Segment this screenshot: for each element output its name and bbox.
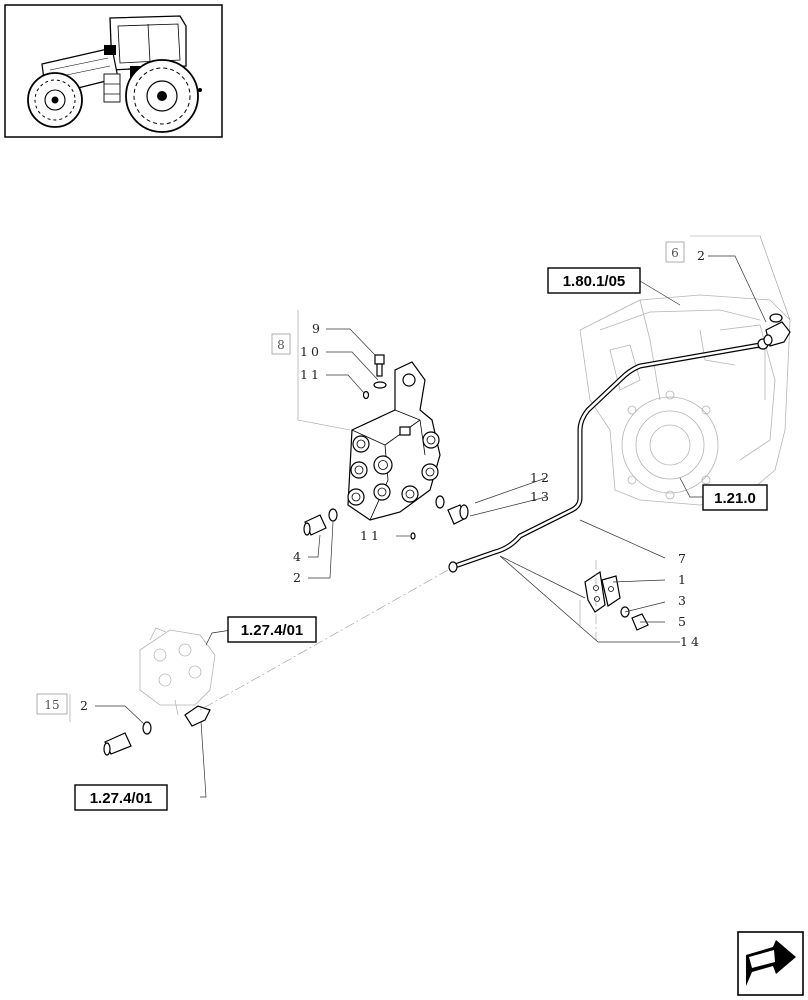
svg-text:1.21.0: 1.21.0 <box>714 490 756 507</box>
transmission-housing <box>579 294 791 506</box>
svg-text:1.80.1/05: 1.80.1/05 <box>563 273 626 290</box>
o-ring-lower <box>410 532 416 540</box>
callout-12: 12 <box>530 470 552 485</box>
straight-fitting <box>303 508 338 536</box>
callout-13: 13 <box>530 489 552 504</box>
kit-label-15: 15 <box>36 693 68 715</box>
elbow-fitting <box>763 313 791 347</box>
valve-group-ghost <box>139 627 216 716</box>
kit-label-8: 8 <box>271 333 291 355</box>
callout-7: 7 <box>678 551 689 566</box>
valve-body <box>347 361 441 521</box>
tractor-thumbnail-icon <box>4 4 223 138</box>
svg-text:15: 15 <box>44 698 59 712</box>
leader-lines <box>69 235 791 798</box>
hydraulic-pipe <box>448 338 769 573</box>
lower-fitting <box>103 705 211 756</box>
callout-2-top: 2 <box>697 248 708 263</box>
ref-box-valve-lower[interactable]: 1.27.4/01 <box>74 784 168 811</box>
ref-box-rear-housing[interactable]: 1.21.0 <box>702 484 768 511</box>
callout-2-left: 2 <box>293 570 304 585</box>
callout-14: 14 <box>680 634 702 649</box>
callout-9: 9 <box>312 321 323 336</box>
pipe-clamp <box>584 570 649 631</box>
next-page-arrow-icon[interactable] <box>737 931 804 996</box>
kit-label-6: 6 <box>665 241 685 263</box>
callout-5: 5 <box>678 614 689 629</box>
svg-text:1.27.4/01: 1.27.4/01 <box>90 790 153 807</box>
screw-and-washer <box>362 354 387 400</box>
callout-3: 3 <box>678 593 689 608</box>
callout-2-lower: 2 <box>80 698 91 713</box>
callout-11-top: 11 <box>300 367 322 382</box>
banjo-screw <box>435 495 469 525</box>
ref-box-transmission[interactable]: 1.80.1/05 <box>547 267 641 294</box>
callout-11-bottom: 11 <box>360 528 382 543</box>
callout-10: 10 <box>300 344 322 359</box>
svg-text:1.27.4/01: 1.27.4/01 <box>241 622 304 639</box>
callout-1: 1 <box>678 572 689 587</box>
ref-box-valve-upper[interactable]: 1.27.4/01 <box>227 616 317 643</box>
callout-labels: 9 10 11 12 13 11 4 2 2 7 1 3 5 14 2 <box>80 248 708 713</box>
svg-text:8: 8 <box>277 338 285 352</box>
callout-4: 4 <box>293 549 304 564</box>
svg-text:6: 6 <box>671 246 679 260</box>
